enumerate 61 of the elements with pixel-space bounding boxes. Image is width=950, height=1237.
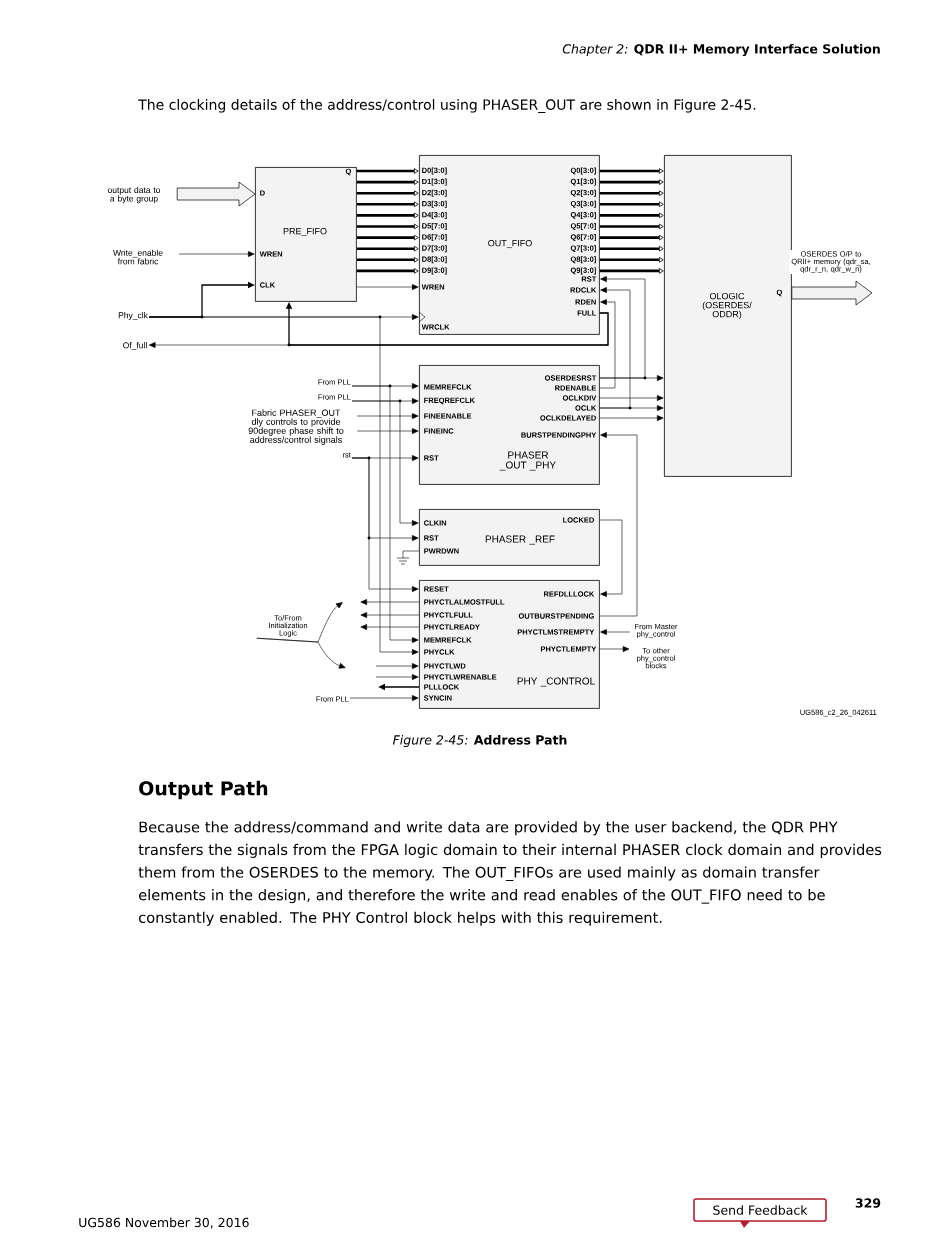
input-label: Of_full (123, 342, 147, 350)
arrow (375, 674, 419, 680)
bus-arrow (599, 223, 664, 230)
body-text: Because the address/command and write data are provided by the user backend, the QDR PHY transfers the signals from the FPGA logic domain to their internal PHASER clock domain and provides them from the OSERDES to the memory. The OUT_FIFOs are used mainly as domain transfer elements in the design, and therefore the write and read enables of the OUT_FIFO need to be constantly enabled. The PHY Control block helps with this requirement. (138, 821, 882, 926)
bus-arrow (356, 257, 419, 263)
arrow (356, 284, 419, 290)
ground-symbol (396, 555, 410, 565)
input-label: Write_enable from fabric (113, 249, 163, 265)
bus-arrow (599, 179, 664, 185)
arrow (351, 400, 419, 526)
arrow (599, 395, 664, 401)
block-arrow (176, 181, 256, 207)
bus-arrow (599, 257, 664, 263)
bus-arrow (356, 190, 419, 196)
feedback-button: Send Feedback (693, 1198, 827, 1228)
arrow (360, 599, 420, 605)
bus-arrow (599, 190, 664, 196)
section-heading: Output Path (139, 780, 268, 800)
bus-arrow (356, 179, 419, 185)
arrow (599, 287, 631, 409)
block-arrow (791, 280, 873, 306)
bus-arrow (599, 268, 664, 274)
arrow (360, 624, 420, 630)
bus-arrow (356, 245, 419, 252)
wire (402, 550, 420, 557)
page-number: 329 (855, 1198, 881, 1208)
arrow (356, 413, 419, 419)
input-label: output data to a byte group (107, 186, 161, 204)
figure-caption: Figure 2-45: Address Path (392, 734, 567, 748)
bus-arrow (356, 223, 419, 230)
arrow (351, 385, 419, 643)
arrow (148, 316, 419, 655)
input-label: Phy_clk (118, 312, 148, 320)
curved-arrow (256, 637, 346, 669)
arrow (349, 695, 419, 701)
bus-arrow (599, 212, 664, 219)
bus-arrow (599, 201, 664, 208)
arrow (351, 457, 419, 592)
arrow (600, 629, 631, 635)
footer-text: UG586 November 30, 2016 (79, 1217, 249, 1229)
arrow (599, 415, 664, 421)
bus-arrow (356, 234, 419, 241)
bus-arrow (356, 212, 419, 219)
arrow (599, 299, 616, 389)
input-label: Fabric PHASER_OUT dly controls to provide 90degree phase shift to address/control signals (248, 409, 344, 445)
arrow (375, 663, 419, 669)
body-text: The clocking details of the address/control using PHASER_OUT are shown in Figure 2-45. (138, 99, 756, 113)
bus-arrow (356, 268, 419, 274)
arrow (599, 432, 638, 617)
arrow (599, 646, 630, 652)
bus-arrow (599, 168, 664, 174)
arrow (356, 428, 419, 434)
arrow (178, 251, 255, 257)
bus-arrow (599, 234, 664, 241)
arrow (599, 276, 646, 379)
page-header: Chapter 2: QDR II+ Memory Interface Solution (562, 43, 880, 57)
bus-arrow (356, 168, 419, 174)
arrow (599, 519, 623, 597)
bus-arrow (356, 201, 419, 208)
bus-arrow (599, 245, 664, 252)
arrow (360, 612, 420, 618)
